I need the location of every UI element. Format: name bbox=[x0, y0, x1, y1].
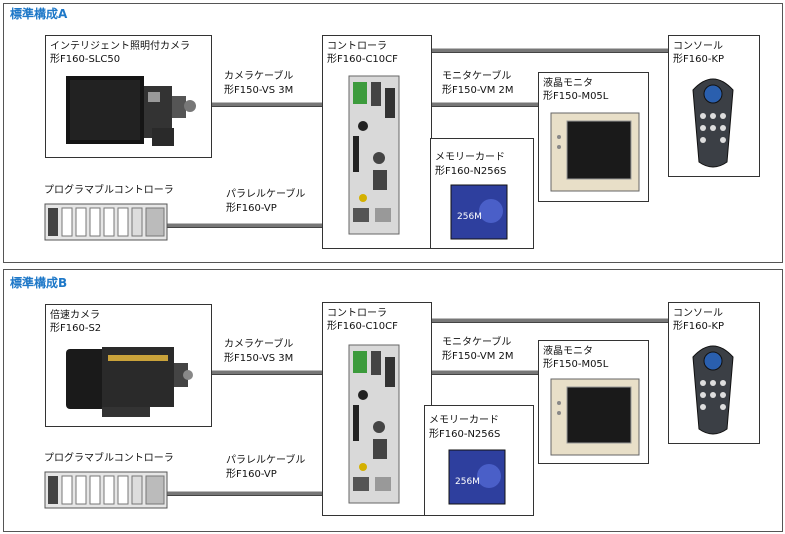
memory-card-model: 形F160-N256S bbox=[429, 429, 501, 440]
parallel-cable-name: パラレルケーブル bbox=[226, 189, 306, 200]
camera-cable-line bbox=[210, 102, 322, 107]
controller-model: 形F160-C10CF bbox=[327, 321, 398, 332]
camera-name: インテリジェント照明付カメラ bbox=[50, 41, 190, 52]
lcd-monitor-image bbox=[550, 112, 640, 192]
monitor-box: 液晶モニタ 形F150-M05L bbox=[538, 340, 649, 464]
monitor-cable-name: モニタケーブル bbox=[442, 337, 512, 348]
monitor-cable-model: 形F150-VM 2M bbox=[442, 351, 514, 362]
camera-cable-name: カメラケーブル bbox=[224, 71, 294, 82]
camera-model: 形F160-S2 bbox=[50, 323, 102, 334]
camera-cable-line bbox=[210, 370, 322, 375]
memory-card-box: メモリーカード 形F160-N256S 256M bbox=[430, 138, 534, 249]
console-box: コンソール 形F160-KP bbox=[668, 35, 760, 177]
console-keypad-image bbox=[692, 78, 734, 168]
monitor-name: 液晶モニタ bbox=[543, 78, 593, 89]
console-cable-line bbox=[430, 48, 668, 53]
monitor-cable-line bbox=[430, 102, 538, 107]
camera-box: インテリジェント照明付カメラ 形F160-SLC50 bbox=[45, 35, 212, 158]
parallel-cable-line bbox=[167, 223, 322, 228]
controller-model: 形F160-C10CF bbox=[327, 54, 398, 65]
config-b-title: 標準構成B bbox=[10, 276, 68, 290]
console-name: コンソール bbox=[673, 41, 723, 52]
config-b-panel: 標準構成B 倍速カメラ 形F160-S2 カメラケーブル 形F150-VS 3M… bbox=[3, 269, 783, 532]
high-speed-camera-image bbox=[66, 347, 193, 417]
monitor-model: 形F150-M05L bbox=[543, 91, 609, 102]
console-cable-line bbox=[430, 318, 668, 323]
camera-cable-name: カメラケーブル bbox=[224, 339, 294, 350]
parallel-cable-model: 形F160-VP bbox=[226, 469, 277, 480]
parallel-cable-model: 形F160-VP bbox=[226, 203, 277, 214]
monitor-cable-name: モニタケーブル bbox=[442, 71, 512, 82]
config-a-title: 標準構成A bbox=[10, 7, 68, 21]
memory-card-box: メモリーカード 形F160-N256S 256M bbox=[424, 405, 534, 516]
monitor-name: 液晶モニタ bbox=[543, 346, 593, 357]
memory-card-model: 形F160-N256S bbox=[435, 166, 507, 177]
camera-cable-model: 形F150-VS 3M bbox=[224, 85, 294, 96]
memory-card-image bbox=[448, 449, 506, 505]
controller-name: コントローラ bbox=[327, 41, 387, 52]
memory-card-image bbox=[450, 184, 508, 240]
monitor-model: 形F150-M05L bbox=[543, 359, 609, 370]
console-model: 形F160-KP bbox=[673, 54, 725, 65]
plc-image bbox=[44, 203, 168, 241]
parallel-cable-name: パラレルケーブル bbox=[226, 455, 306, 466]
controller-image bbox=[348, 75, 400, 235]
plc-name: プログラマブルコントローラ bbox=[44, 453, 174, 464]
controller-box: コントローラ 形F160-C10CF bbox=[322, 302, 432, 516]
plc-name: プログラマブルコントローラ bbox=[44, 185, 174, 196]
monitor-cable-line bbox=[430, 370, 538, 375]
monitor-box: 液晶モニタ 形F150-M05L bbox=[538, 72, 649, 202]
controller-box: コントローラ 形F160-C10CF bbox=[322, 35, 432, 249]
memory-card-name: メモリーカード bbox=[429, 415, 499, 426]
console-keypad-image bbox=[692, 345, 734, 435]
controller-image bbox=[348, 344, 400, 504]
console-box: コンソール 形F160-KP bbox=[668, 302, 760, 444]
camera-box: 倍速カメラ 形F160-S2 bbox=[45, 304, 212, 427]
memory-card-capacity: 256M bbox=[455, 477, 480, 487]
console-name: コンソール bbox=[673, 308, 723, 319]
monitor-cable-model: 形F150-VM 2M bbox=[442, 85, 514, 96]
console-model: 形F160-KP bbox=[673, 321, 725, 332]
plc-image bbox=[44, 471, 168, 509]
parallel-cable-line bbox=[167, 491, 322, 496]
lcd-monitor-image bbox=[550, 378, 640, 456]
controller-name: コントローラ bbox=[327, 308, 387, 319]
memory-card-name: メモリーカード bbox=[435, 152, 505, 163]
config-a-panel: 標準構成A インテリジェント照明付カメラ 形F160-SLC50 カメラケーブル… bbox=[3, 3, 783, 263]
memory-card-capacity: 256M bbox=[457, 212, 482, 222]
camera-name: 倍速カメラ bbox=[50, 310, 100, 321]
intelligent-camera-image bbox=[66, 76, 196, 146]
camera-cable-model: 形F150-VS 3M bbox=[224, 353, 294, 364]
camera-model: 形F160-SLC50 bbox=[50, 54, 121, 65]
